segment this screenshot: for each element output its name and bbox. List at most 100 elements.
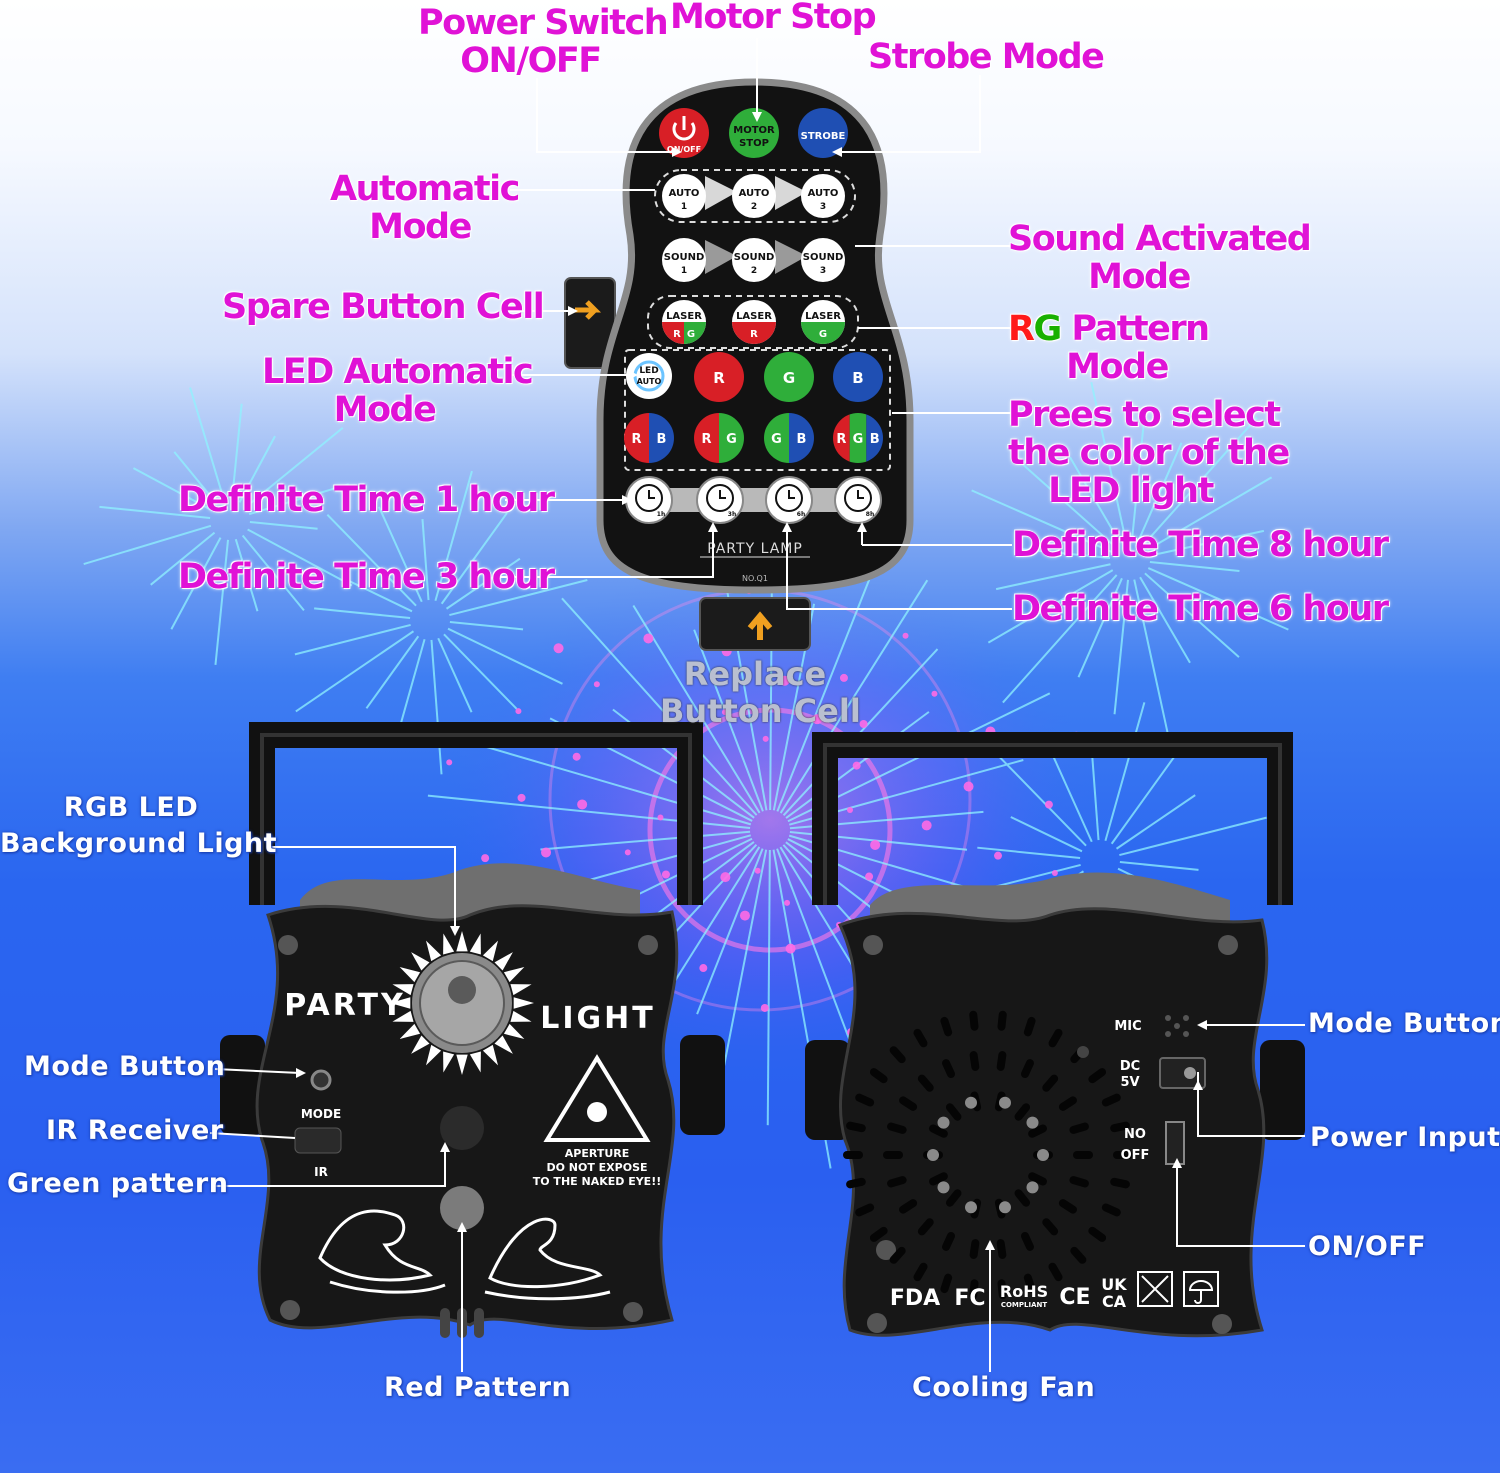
svg-text:LIGHT: LIGHT <box>540 1001 655 1036</box>
svg-text:MOTOR: MOTOR <box>733 125 775 136</box>
label-definite-time-8-hour: Definite Time 8 hour <box>1012 525 1389 565</box>
label-definite-time-3-hour: Definite Time 3 hour <box>178 557 555 597</box>
svg-text:CE: CE <box>1059 1285 1090 1310</box>
svg-text:OFF: OFF <box>1121 1148 1150 1163</box>
svg-text:5V: 5V <box>1120 1075 1139 1090</box>
svg-text:ON/OFF: ON/OFF <box>667 145 701 154</box>
svg-text:LED: LED <box>639 366 658 376</box>
svg-text:R: R <box>713 369 725 387</box>
svg-text:G: G <box>783 369 795 387</box>
svg-text:B: B <box>657 432 667 447</box>
cooling-fan-grille <box>843 1010 1133 1300</box>
svg-text:IR: IR <box>314 1165 328 1179</box>
svg-text:MODE: MODE <box>301 1107 341 1121</box>
svg-text:G: G <box>819 329 827 340</box>
color-b-button[interactable]: B <box>833 352 883 402</box>
label-red-pattern: Red Pattern <box>384 1372 572 1403</box>
label-cooling-fan: Cooling Fan <box>912 1372 1096 1403</box>
svg-text:3: 3 <box>820 266 826 276</box>
label-definite-time-1-hour: Definite Time 1 hour <box>178 480 555 520</box>
timer-1h-button[interactable]: 1h <box>625 476 673 524</box>
svg-text:AUTO: AUTO <box>637 377 662 386</box>
svg-text:RoHS: RoHS <box>1000 1282 1048 1301</box>
svg-text:FC: FC <box>954 1286 985 1311</box>
label-sound-activated-mode: Sound Activated Mode <box>1008 219 1312 297</box>
svg-text:1: 1 <box>681 266 687 276</box>
label-power-input: Power Input <box>1310 1122 1500 1153</box>
svg-text:R: R <box>631 432 641 447</box>
auto-1-button[interactable]: AUTO 1 <box>662 174 706 218</box>
svg-text:PARTY: PARTY <box>284 988 405 1023</box>
color-r-button[interactable]: R <box>694 352 744 402</box>
svg-text:STROBE: STROBE <box>801 131 846 142</box>
keep-dry-umbrella-icon <box>1183 1271 1219 1307</box>
label-spare-button-cell: Spare Button Cell <box>222 287 545 327</box>
svg-text:COMPLIANT: COMPLIANT <box>1001 1301 1048 1309</box>
label-motor-stop: Motor Stop <box>670 0 877 37</box>
clock-icon <box>775 484 803 512</box>
svg-text:2: 2 <box>751 202 757 212</box>
svg-text:R: R <box>836 432 846 447</box>
svg-text:B: B <box>852 369 863 387</box>
label-select-led-color: Prees to select the color of the LED lig… <box>1008 395 1290 511</box>
svg-text:B: B <box>797 432 807 447</box>
svg-text:MIC: MIC <box>1114 1019 1141 1034</box>
auto-2-button[interactable]: AUTO 2 <box>732 174 776 218</box>
svg-text:R: R <box>750 329 758 340</box>
remote-control: ON/OFF MOTOR STOP STROBE AUTO1AUTO2AUTO3… <box>564 78 914 651</box>
label-strobe-mode: Strobe Mode <box>868 37 1105 77</box>
svg-text:APERTURE: APERTURE <box>565 1147 630 1160</box>
weee-bin-icon <box>1137 1271 1173 1307</box>
timer-3h-button[interactable]: 3h <box>696 476 744 524</box>
timer-6h-button[interactable]: 6h <box>765 476 813 524</box>
arrow-icon <box>575 300 602 320</box>
leader-lines-remote <box>209 38 1305 1372</box>
svg-text:1: 1 <box>681 202 687 212</box>
strobe-button[interactable]: STROBE <box>798 108 848 158</box>
svg-text:LASER: LASER <box>805 311 841 322</box>
svg-text:SOUND: SOUND <box>803 252 844 263</box>
label-definite-time-6-hour: Definite Time 6 hour <box>1012 589 1389 629</box>
svg-text:AUTO: AUTO <box>669 188 700 199</box>
clock-icon <box>844 484 872 512</box>
color-g-button[interactable]: G <box>764 352 814 402</box>
laser-3-button[interactable]: LASER G <box>801 300 845 344</box>
svg-text:LASER: LASER <box>736 311 772 322</box>
mode-button-hardware <box>310 1069 332 1091</box>
power-button[interactable]: ON/OFF <box>659 108 709 158</box>
svg-text:3: 3 <box>820 202 826 212</box>
svg-text:UK: UK <box>1101 1275 1127 1294</box>
svg-text:STOP: STOP <box>739 138 769 149</box>
clock-icon <box>635 484 663 512</box>
svg-text:G: G <box>687 329 695 340</box>
svg-text:R: R <box>673 329 681 340</box>
label-rg-pattern-mode: RG Pattern Mode <box>1008 309 1210 387</box>
sound-3-button[interactable]: SOUND 3 <box>801 238 845 282</box>
svg-text:NO: NO <box>1124 1127 1146 1142</box>
svg-text:SOUND: SOUND <box>734 252 775 263</box>
svg-text:1h: 1h <box>657 511 665 518</box>
motor-stop-button[interactable]: MOTOR STOP <box>729 108 779 158</box>
svg-text:SOUND: SOUND <box>664 252 705 263</box>
svg-text:NO.Q1: NO.Q1 <box>742 574 768 583</box>
svg-text:CA: CA <box>1102 1292 1127 1311</box>
svg-text:8h: 8h <box>866 511 874 518</box>
sound-1-button[interactable]: SOUND 1 <box>662 238 706 282</box>
svg-text:AUTO: AUTO <box>739 188 770 199</box>
back-projector: MIC DC 5V NO OFF FDA FC RoHS COMPLIANT C… <box>805 732 1305 1338</box>
svg-text:6h: 6h <box>797 511 805 518</box>
clock-icon <box>706 484 734 512</box>
svg-text:G: G <box>853 432 864 447</box>
timer-8h-button[interactable]: 8h <box>834 476 882 524</box>
laser-2-button[interactable]: LASER R <box>732 300 776 344</box>
